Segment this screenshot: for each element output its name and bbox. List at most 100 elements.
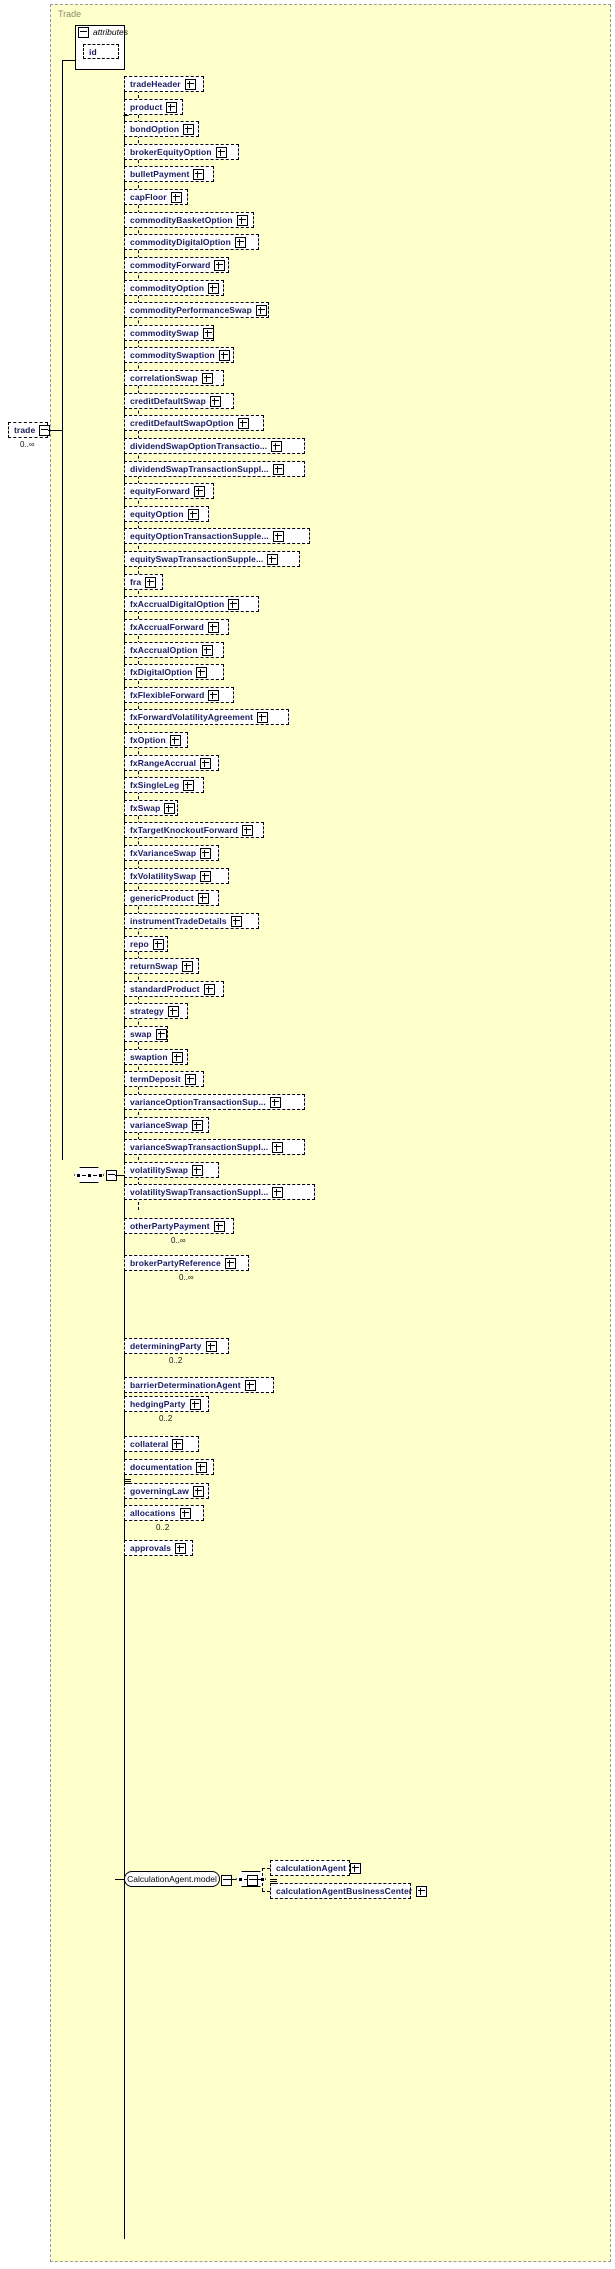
node-fxForwardVolatilityAgreement[interactable]: fxForwardVolatilityAgreement <box>124 709 291 727</box>
model-group-calculation-agent[interactable]: CalculationAgent.model <box>124 1871 222 1890</box>
plus-icon-volatilitySwapTransactionSuppl[interactable] <box>272 1186 284 1198</box>
plus-icon-varianceOptionTransactionSup[interactable] <box>269 1096 281 1108</box>
node-fxSwap[interactable]: fxSwap <box>124 800 180 818</box>
plus-icon-fxDigitalOption[interactable] <box>196 666 208 678</box>
node-repo[interactable]: repo <box>124 936 170 954</box>
node-fxTargetKnockoutForward[interactable]: fxTargetKnockoutForward <box>124 822 266 840</box>
plus-icon-fxFlexibleForward[interactable] <box>208 689 220 701</box>
plus-icon-instrumentTradeDetails[interactable] <box>230 915 242 927</box>
plus-icon-volatilitySwap[interactable] <box>192 1164 204 1176</box>
sequence-compositor[interactable] <box>74 1167 104 1183</box>
plus-icon-fra[interactable] <box>145 576 157 588</box>
node-fxOption[interactable]: fxOption <box>124 732 190 750</box>
plus-icon-varianceSwapTransactionSuppl[interactable] <box>272 1141 284 1153</box>
plus-icon-commodityBasketOption[interactable] <box>236 214 248 226</box>
node-calculationAgent[interactable]: calculationAgent <box>270 1860 362 1878</box>
plus-icon-equityOptionTransactionSupple[interactable] <box>272 530 284 542</box>
node-varianceSwap[interactable]: varianceSwap <box>124 1117 211 1135</box>
node-fxVolatilitySwap[interactable]: fxVolatilitySwap <box>124 868 231 886</box>
node-trade[interactable]: trade <box>8 422 51 440</box>
node-capFloor[interactable]: capFloor <box>124 189 190 207</box>
plus-icon-equityForward[interactable] <box>193 485 205 497</box>
node-termDeposit[interactable]: termDeposit <box>124 1071 206 1089</box>
node-creditDefaultSwap[interactable]: creditDefaultSwap <box>124 393 236 411</box>
plus-icon-fxAccrualOption[interactable] <box>201 644 213 656</box>
node-swap[interactable]: swap <box>124 1026 170 1044</box>
node-equityOption[interactable]: equityOption <box>124 506 211 524</box>
node-approvals[interactable]: approvals <box>124 1540 195 1558</box>
plus-icon-fxOption[interactable] <box>169 734 181 746</box>
plus-icon-repo[interactable] <box>152 938 164 950</box>
node-fxFlexibleForward[interactable]: fxFlexibleForward <box>124 687 236 705</box>
node-commoditySwaption[interactable]: commoditySwaption <box>124 347 236 365</box>
plus-icon-returnSwap[interactable] <box>181 960 193 972</box>
plus-icon-brokerEquityOption[interactable] <box>215 146 227 158</box>
node-dividendSwapOptionTransactio[interactable]: dividendSwapOptionTransactio... <box>124 438 307 456</box>
plus-icon-fxVarianceSwap[interactable] <box>200 847 212 859</box>
node-attribute-id[interactable]: id <box>83 44 121 61</box>
node-fra[interactable]: fra <box>124 574 165 592</box>
plus-icon-tradeHeader[interactable] <box>184 78 196 90</box>
node-standardProduct[interactable]: standardProduct <box>124 981 226 999</box>
plus-icon-fxForwardVolatilityAgreement[interactable] <box>257 711 269 723</box>
plus-icon-determiningParty[interactable] <box>205 1340 217 1352</box>
plus-icon-genericProduct[interactable] <box>197 892 209 904</box>
plus-icon-bondOption[interactable] <box>183 123 195 135</box>
node-commoditySwap[interactable]: commoditySwap <box>124 325 216 343</box>
plus-icon-creditDefaultSwapOption[interactable] <box>237 417 249 429</box>
plus-icon-dividendSwapTransactionSuppl[interactable] <box>272 463 284 475</box>
node-varianceOptionTransactionSup[interactable]: varianceOptionTransactionSup... <box>124 1094 307 1112</box>
node-returnSwap[interactable]: returnSwap <box>124 958 201 976</box>
minus-icon-model-group[interactable] <box>221 1875 232 1886</box>
plus-icon-strategy[interactable] <box>167 1005 179 1017</box>
plus-icon-bulletPayment[interactable] <box>193 168 205 180</box>
node-instrumentTradeDetails[interactable]: instrumentTradeDetails <box>124 913 261 931</box>
plus-icon-correlationSwap[interactable] <box>201 372 213 384</box>
plus-icon-equityOption[interactable] <box>187 508 199 520</box>
plus-icon-commoditySwaption[interactable] <box>218 349 230 361</box>
node-creditDefaultSwapOption[interactable]: creditDefaultSwapOption <box>124 415 266 433</box>
node-fxRangeAccrual[interactable]: fxRangeAccrual <box>124 755 221 773</box>
node-correlationSwap[interactable]: correlationSwap <box>124 370 226 388</box>
plus-icon-hedgingParty[interactable] <box>189 1398 201 1410</box>
plus-icon-equitySwapTransactionSupple[interactable] <box>267 553 279 565</box>
node-commodityOption[interactable]: commodityOption <box>124 280 226 298</box>
node-bondOption[interactable]: bondOption <box>124 121 201 139</box>
node-equityOptionTransactionSupple[interactable]: equityOptionTransactionSupple... <box>124 528 312 546</box>
plus-icon-commodityForward[interactable] <box>214 259 226 271</box>
node-documentation[interactable]: documentation <box>124 1459 216 1477</box>
minus-icon-model-compositor[interactable] <box>247 1875 258 1886</box>
node-governingLaw[interactable]: governingLaw <box>124 1479 211 1501</box>
plus-icon-dividendSwapOptionTransactio[interactable] <box>271 440 283 452</box>
plus-icon-swap[interactable] <box>155 1028 167 1040</box>
node-allocations[interactable]: allocations <box>124 1505 206 1523</box>
node-commodityBasketOption[interactable]: commodityBasketOption <box>124 212 256 230</box>
node-commodityDigitalOption[interactable]: commodityDigitalOption <box>124 234 261 252</box>
plus-icon-otherPartyPayment[interactable] <box>213 1220 225 1232</box>
plus-icon-fxAccrualForward[interactable] <box>207 621 219 633</box>
node-collateral[interactable]: collateral <box>124 1436 201 1454</box>
node-determiningParty[interactable]: determiningParty <box>124 1338 231 1356</box>
plus-icon-calculationAgent[interactable] <box>350 1862 362 1874</box>
attributes-header[interactable]: attributes <box>75 25 128 40</box>
node-fxAccrualDigitalOption[interactable]: fxAccrualDigitalOption <box>124 596 261 614</box>
node-bulletPayment[interactable]: bulletPayment <box>124 166 216 184</box>
plus-icon-approvals[interactable] <box>175 1542 187 1554</box>
plus-icon-termDeposit[interactable] <box>184 1073 196 1085</box>
node-volatilitySwap[interactable]: volatilitySwap <box>124 1162 221 1180</box>
plus-icon-governingLaw[interactable] <box>192 1485 204 1497</box>
plus-icon-product[interactable] <box>166 101 178 113</box>
node-fxVarianceSwap[interactable]: fxVarianceSwap <box>124 845 221 863</box>
node-fxDigitalOption[interactable]: fxDigitalOption <box>124 664 226 682</box>
node-genericProduct[interactable]: genericProduct <box>124 890 221 908</box>
plus-icon-collateral[interactable] <box>172 1438 184 1450</box>
plus-icon-fxTargetKnockoutForward[interactable] <box>241 824 253 836</box>
node-brokerEquityOption[interactable]: brokerEquityOption <box>124 144 241 162</box>
node-strategy[interactable]: strategy <box>124 1003 190 1021</box>
plus-icon-commoditySwap[interactable] <box>202 327 214 339</box>
node-swaption[interactable]: swaption <box>124 1049 190 1067</box>
plus-icon-commodityOption[interactable] <box>208 282 220 294</box>
node-varianceSwapTransactionSuppl[interactable]: varianceSwapTransactionSuppl... <box>124 1139 307 1157</box>
node-fxAccrualOption[interactable]: fxAccrualOption <box>124 642 226 660</box>
plus-icon-allocations[interactable] <box>179 1507 191 1519</box>
